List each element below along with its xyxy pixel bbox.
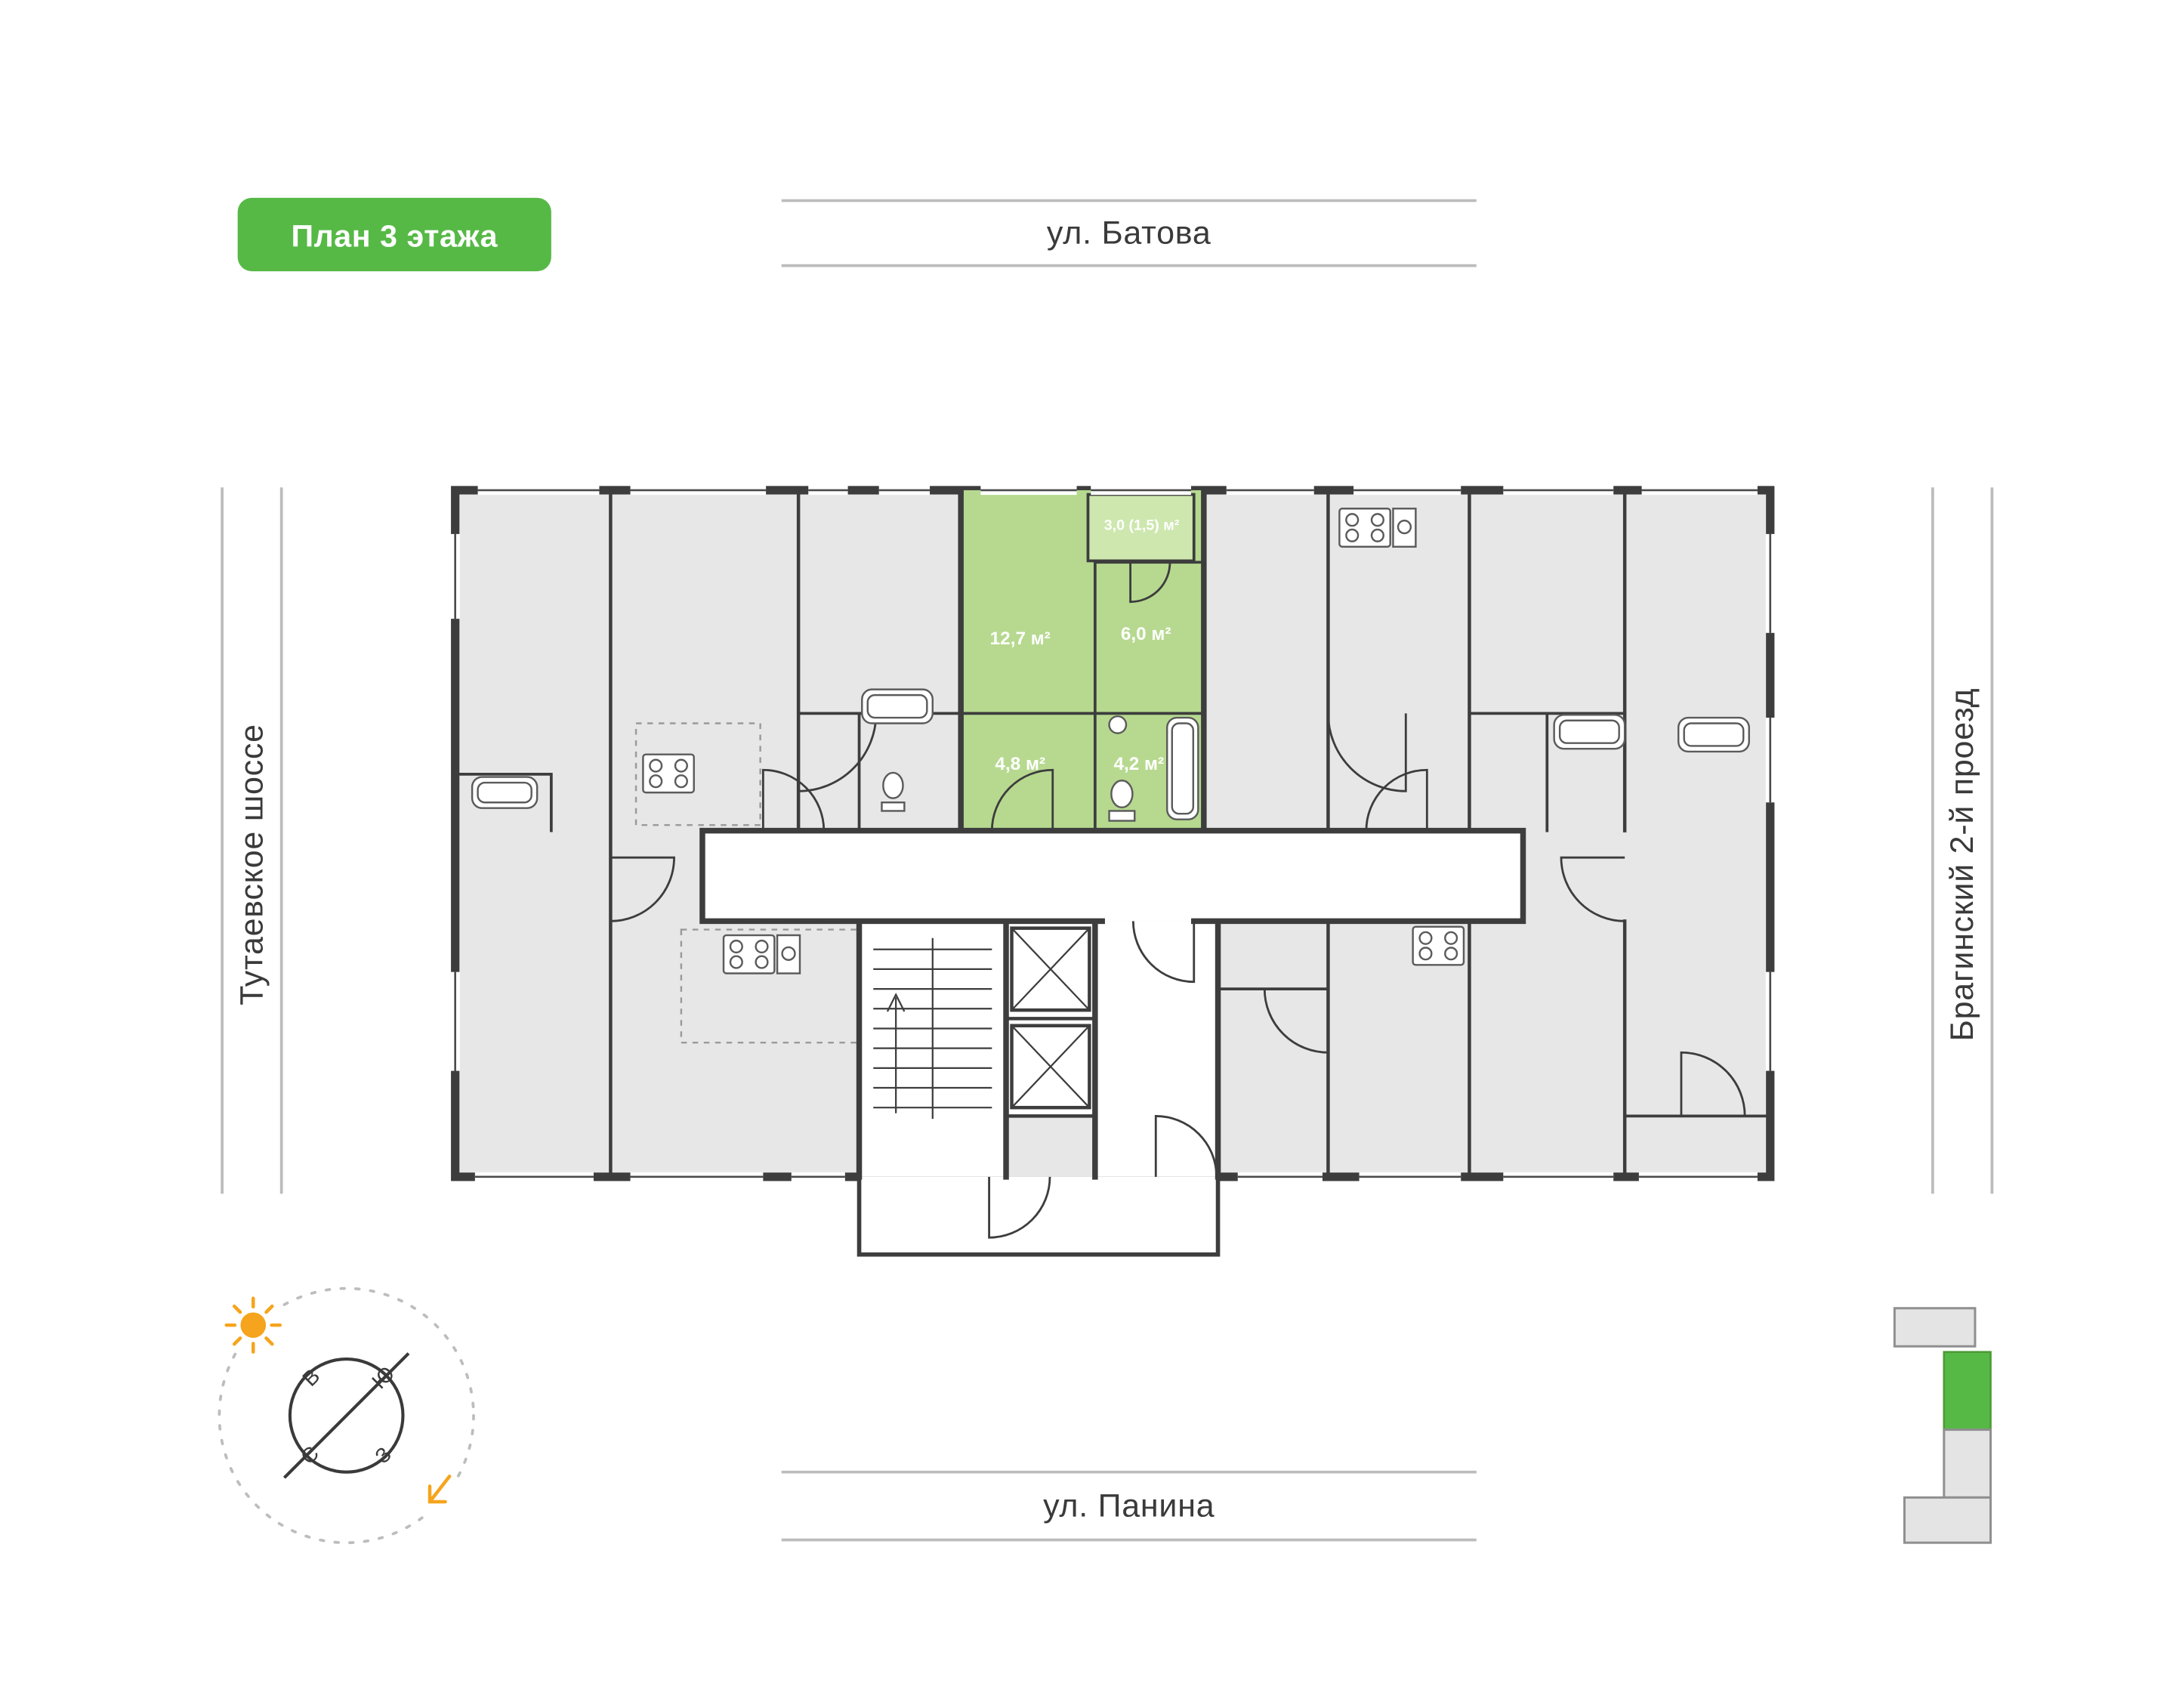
service-room xyxy=(1006,1116,1095,1177)
building-plan: 12,7 м² 6,0 м² 4,8 м² 4,2 м² 3,0 (1,5) м… xyxy=(450,485,1775,1257)
bathtub-icon xyxy=(1553,714,1626,750)
location-minimap xyxy=(1893,1307,1992,1544)
selected-apartment[interactable] xyxy=(961,490,1204,831)
street-line-bottom xyxy=(781,1470,1477,1542)
bathtub-icon xyxy=(1166,716,1199,820)
interior-walls xyxy=(453,487,1772,1180)
minimap-highlighted-section xyxy=(1943,1351,1992,1431)
bathtub-icon xyxy=(471,776,539,809)
arrow-backing xyxy=(415,1475,458,1518)
kitchen-zone-dashed-bottom xyxy=(680,928,860,1044)
room-area-living: 12,7 м² xyxy=(990,629,1051,649)
sink-icon xyxy=(1392,508,1417,548)
room-area-hall: 4,8 м² xyxy=(995,754,1045,774)
washbasin-icon xyxy=(1108,715,1128,734)
kitchen-zone-dashed-top xyxy=(634,722,761,826)
doors xyxy=(610,562,1746,1239)
stove-icon xyxy=(1338,508,1391,548)
toilet-icon xyxy=(881,771,906,812)
bathtub-icon xyxy=(861,688,934,724)
street-label-right: Брагинский 2-й проезд xyxy=(1944,688,1980,1042)
floor-badge-label: План 3 этажа xyxy=(291,218,498,253)
stove-icon xyxy=(722,934,776,974)
room-area-balcony: 3,0 (1,5) м² xyxy=(1104,517,1180,534)
street-label-bottom: ул. Панина xyxy=(1043,1488,1215,1524)
street-line-right xyxy=(1931,487,1994,1194)
minimap-section xyxy=(1903,1496,1992,1544)
room-area-kitchen: 6,0 м² xyxy=(1121,624,1171,644)
sun-icon xyxy=(224,1296,282,1354)
fixtures xyxy=(471,508,1750,974)
entrance-lobby-extension xyxy=(857,1175,1221,1257)
bathtub-icon xyxy=(1678,716,1750,753)
floor-badge: План 3 этажа xyxy=(237,197,551,272)
compass-dashed-ring xyxy=(218,1286,475,1545)
street-line-top xyxy=(781,199,1477,267)
floor-badge-background xyxy=(237,197,551,272)
minimap-section xyxy=(1893,1307,1977,1348)
minimap-section xyxy=(1943,1428,1992,1499)
room-area-bathroom: 4,2 м² xyxy=(1114,754,1165,774)
selected-apartment-labels: 12,7 м² 6,0 м² 4,8 м² 4,2 м² 3,0 (1,5) м… xyxy=(990,517,1180,775)
stove-icon xyxy=(1412,925,1465,966)
street-label-left: Тутаевское шоссе xyxy=(233,724,270,1005)
north-arrow-icon xyxy=(427,1475,452,1504)
compass-needle xyxy=(282,1352,410,1479)
stove-icon xyxy=(642,753,695,794)
toilet-icon xyxy=(1108,780,1136,822)
sink-icon xyxy=(776,934,801,974)
staircase xyxy=(873,937,992,1120)
elevator-shafts xyxy=(1010,926,1091,1110)
corridor xyxy=(702,830,1523,922)
street-label-top: ул. Батова xyxy=(1047,215,1211,252)
compass: В Ю С З xyxy=(218,1286,475,1545)
street-line-left xyxy=(221,487,283,1194)
windows xyxy=(450,485,1775,1181)
